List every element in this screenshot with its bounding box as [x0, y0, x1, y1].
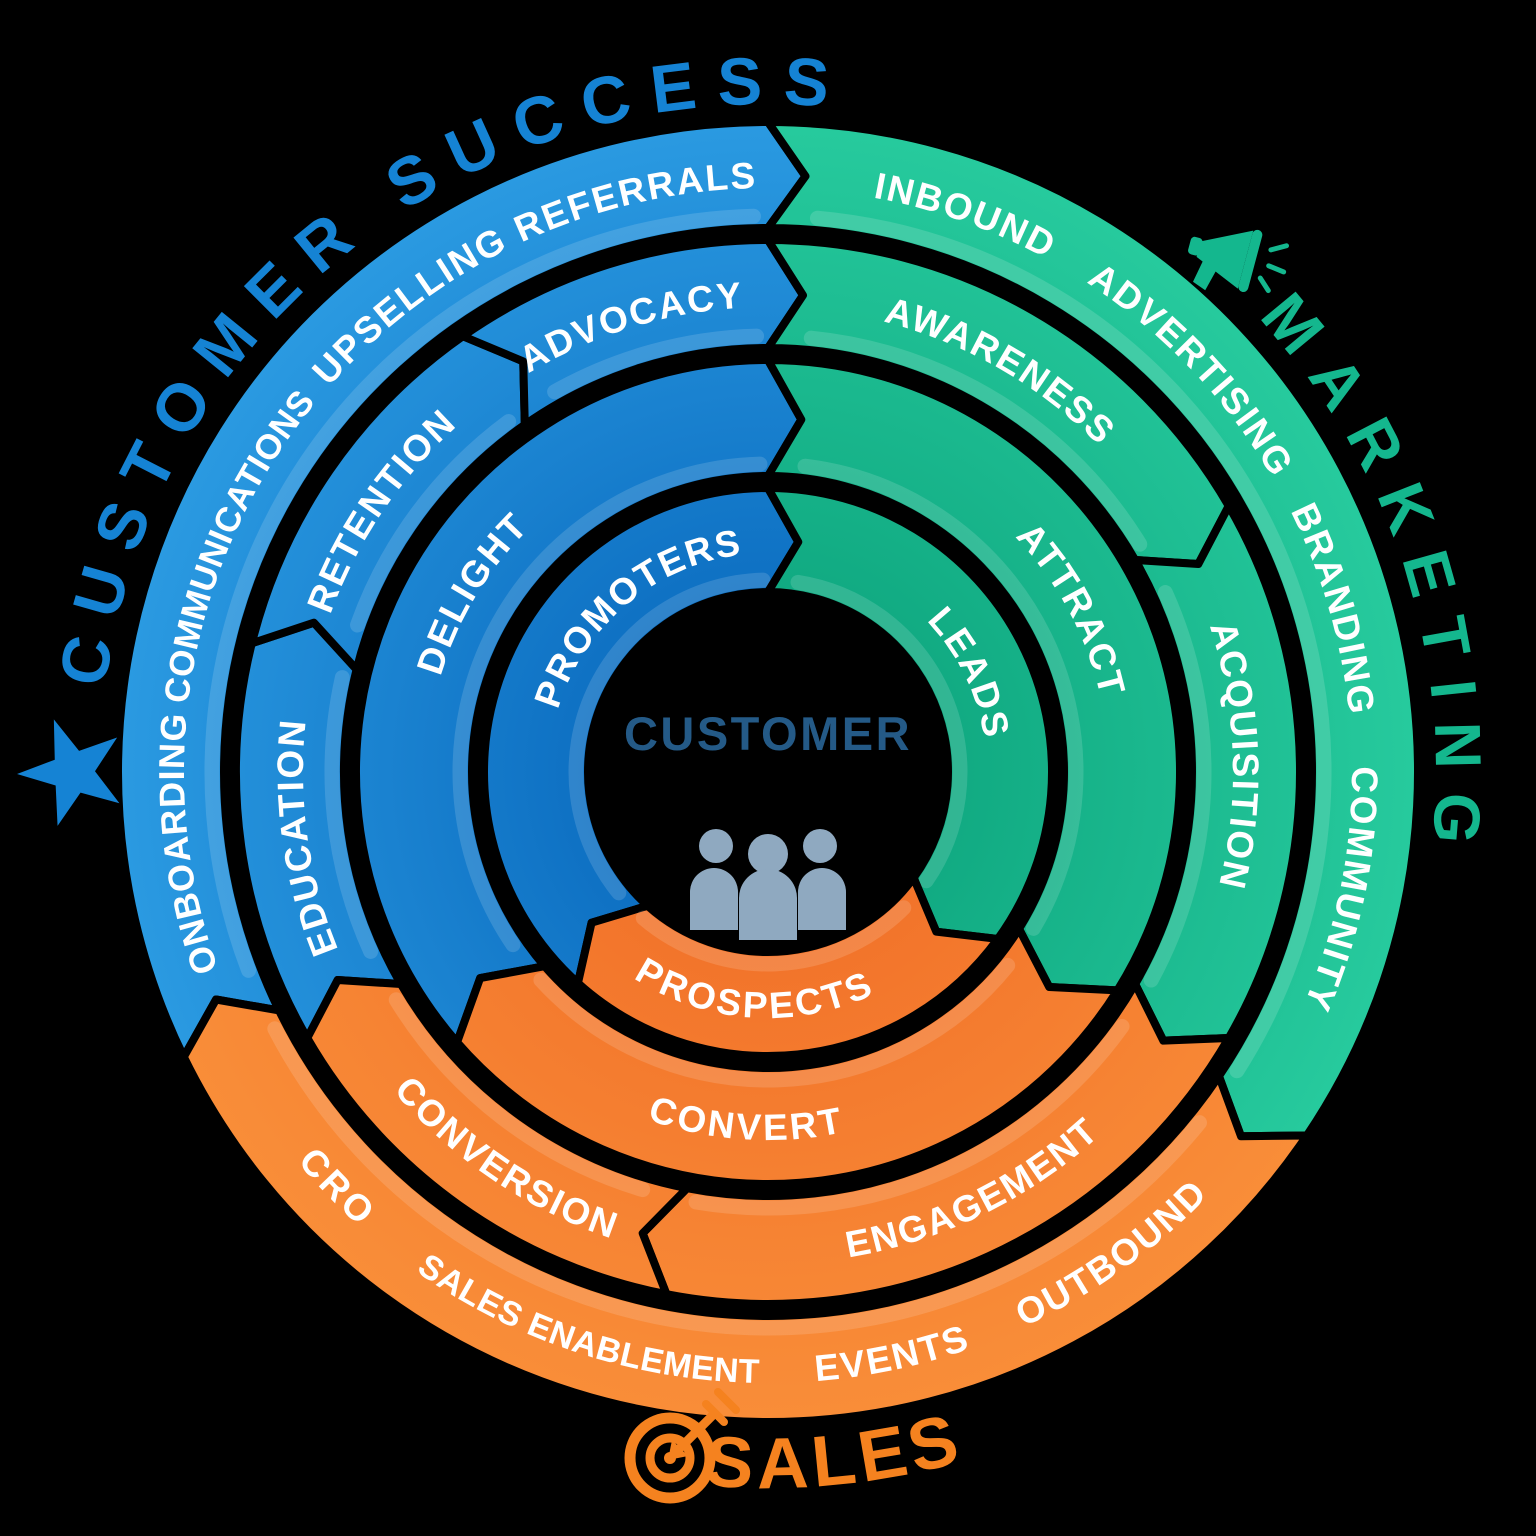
segment-acquisition [1131, 502, 1304, 1045]
segment-leads-highlight [790, 574, 968, 889]
segment-attract [764, 356, 1184, 995]
center-hub: CUSTOMER [624, 707, 912, 940]
segment-conversion [303, 976, 692, 1299]
segment-leads [764, 484, 1056, 943]
segment-engagement-highlight [688, 1018, 1130, 1216]
ring-outer: ONBOARDINGCOMMUNICATIONSUPSELLINGREFERRA… [114, 118, 1422, 1426]
star-icon [17, 719, 120, 826]
segment-delight-highlight [452, 456, 768, 953]
segment-education [231, 618, 405, 1042]
segment-education-highlight [324, 670, 379, 959]
segment-customer-success-ring-outer [114, 118, 810, 1061]
segment-engagement [638, 980, 1233, 1308]
segment-marketing-ring-outer [764, 118, 1422, 1141]
segment-prospects-highlight [635, 900, 912, 972]
segment-advocacy-highlight [547, 328, 765, 400]
segment-sales-ring-outer-highlight [267, 1021, 1207, 1336]
segment-conversion-highlight [388, 992, 651, 1198]
segment-sales-ring-outer [179, 995, 1311, 1426]
center-label: CUSTOMER [624, 707, 912, 760]
segment-prospects [573, 873, 1002, 1060]
segment-convert [453, 924, 1122, 1189]
people-group-icon [690, 829, 846, 940]
segment-convert-highlight [533, 957, 1016, 1088]
target-icon [624, 1388, 740, 1504]
segment-promoters-highlight [568, 572, 771, 901]
segment-promoters [480, 484, 803, 988]
segment-marketing-ring-outer-highlight [809, 210, 1332, 1079]
segment-attract-highlight [797, 458, 1084, 936]
segment-retention-highlight [350, 414, 517, 633]
segment-customer-success-ring-outer-highlight [204, 208, 761, 978]
segment-acquisition-highlight [1143, 585, 1212, 988]
segment-awareness-highlight [803, 330, 1148, 552]
segment-delight [352, 356, 806, 1047]
segment-awareness [764, 236, 1233, 568]
megaphone-icon [1188, 229, 1290, 294]
